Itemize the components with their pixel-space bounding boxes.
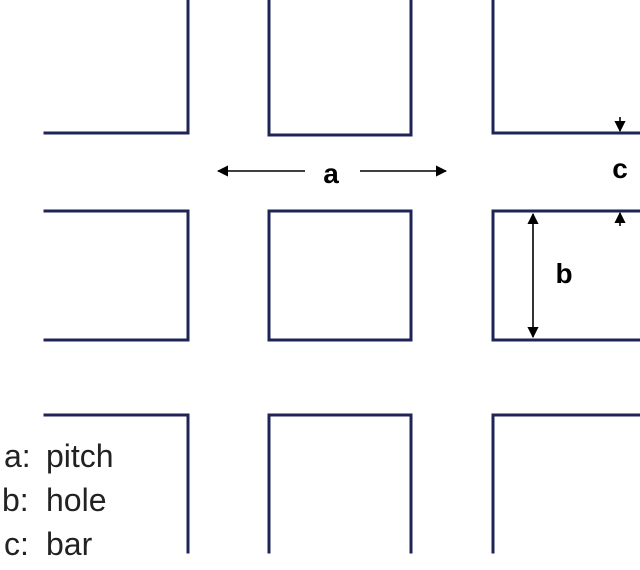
legend-text-pitch: pitch [46,438,114,474]
hole-outline-middle-right [491,209,640,342]
legend-key-pitch: a: [4,438,31,474]
hole-label: b [555,258,572,289]
legend-key-bar: c: [4,526,29,562]
legend-text-bar: bar [46,526,93,562]
legend-key-hole: b: [2,482,29,518]
legend-text-hole: hole [46,482,107,518]
hole-outline-bottom-right [491,413,640,554]
hole-outline-bottom-middle [267,413,413,554]
hole-outline-middle-left [43,209,190,342]
bar-label: c [612,153,628,184]
hole-outline-top-right [491,0,640,135]
pitch-label: a [323,158,339,189]
hole-outline-bottom-left [43,413,190,554]
legend: a: pitch b: hole c: bar [2,438,114,562]
hole-outline-middle-center [267,209,413,342]
hole-outline-top-left [43,0,190,135]
hole-outline-top-middle [267,0,413,137]
